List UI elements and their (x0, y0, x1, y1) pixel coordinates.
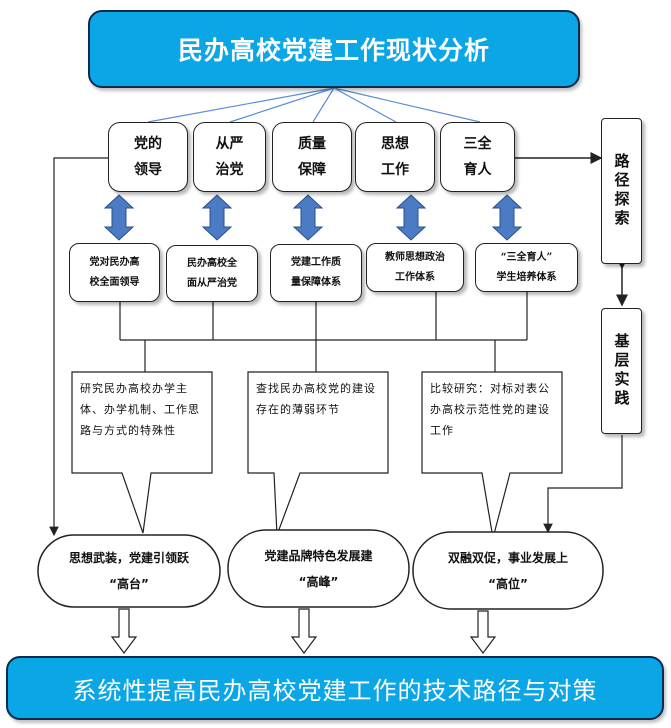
system-teacher-ideology: 教师思想政治 工作体系 (366, 243, 464, 292)
left-feedback-arrow (49, 157, 108, 537)
system-strict-governance: 民办高校全 面从严治党 (166, 245, 258, 302)
callout-characteristics: 研究民办高校办学主体、办学机制、工作思路与方式的特殊性 (80, 382, 200, 437)
system-party-leadership: 党对民办高 校全面领导 (69, 243, 160, 302)
title-box: 民办高校党建工作现状分析 (88, 10, 580, 88)
callout-benchmark: 比较研究：对标对表公办高校示范性党的建设工作 (430, 382, 550, 437)
conclusion-box: 系统性提高民办高校党建工作的技术路径与对策 (6, 656, 664, 720)
conclusion-text: 系统性提高民办高校党建工作的技术路径与对策 (72, 676, 598, 705)
system-student-training: “三全育人” 学生培养体系 (475, 243, 578, 292)
hollow-arrows (110, 608, 497, 654)
goal-high-platform: 思想武装，党建引领跃 “高台” (68, 551, 189, 591)
goal-shapes (37, 529, 604, 610)
callout-weak-links: 查找民办高校党的建设存在的薄弱环节 (256, 382, 376, 416)
base-practice-box: 基层实践 (601, 308, 642, 434)
pillar-party-leadership: 党的 领导 (108, 122, 188, 192)
title-text: 民办高校党建工作现状分析 (177, 36, 490, 65)
pillar-strict-governance: 从严 治党 (193, 122, 266, 192)
system-bracket (119, 292, 528, 372)
path-exploration-box: 路径探索 (601, 118, 642, 264)
pillar-three-wide-education: 三全 育人 (440, 122, 515, 192)
double-arrows (103, 194, 523, 241)
base-to-goal-arrow (543, 435, 623, 534)
callout-shapes (71, 371, 563, 539)
system-quality-assurance: 党建工作质 量保障体系 (270, 244, 362, 302)
fan-lines (147, 87, 481, 123)
goal-high-position: 双融双促，事业发展上 “高位” (447, 550, 568, 591)
goal-high-peak: 党建品牌特色发展建 “高峰” (264, 548, 373, 589)
pillar-ideological-work: 思想 工作 (355, 122, 435, 192)
pillar-quality-assurance: 质量 保障 (272, 122, 352, 192)
